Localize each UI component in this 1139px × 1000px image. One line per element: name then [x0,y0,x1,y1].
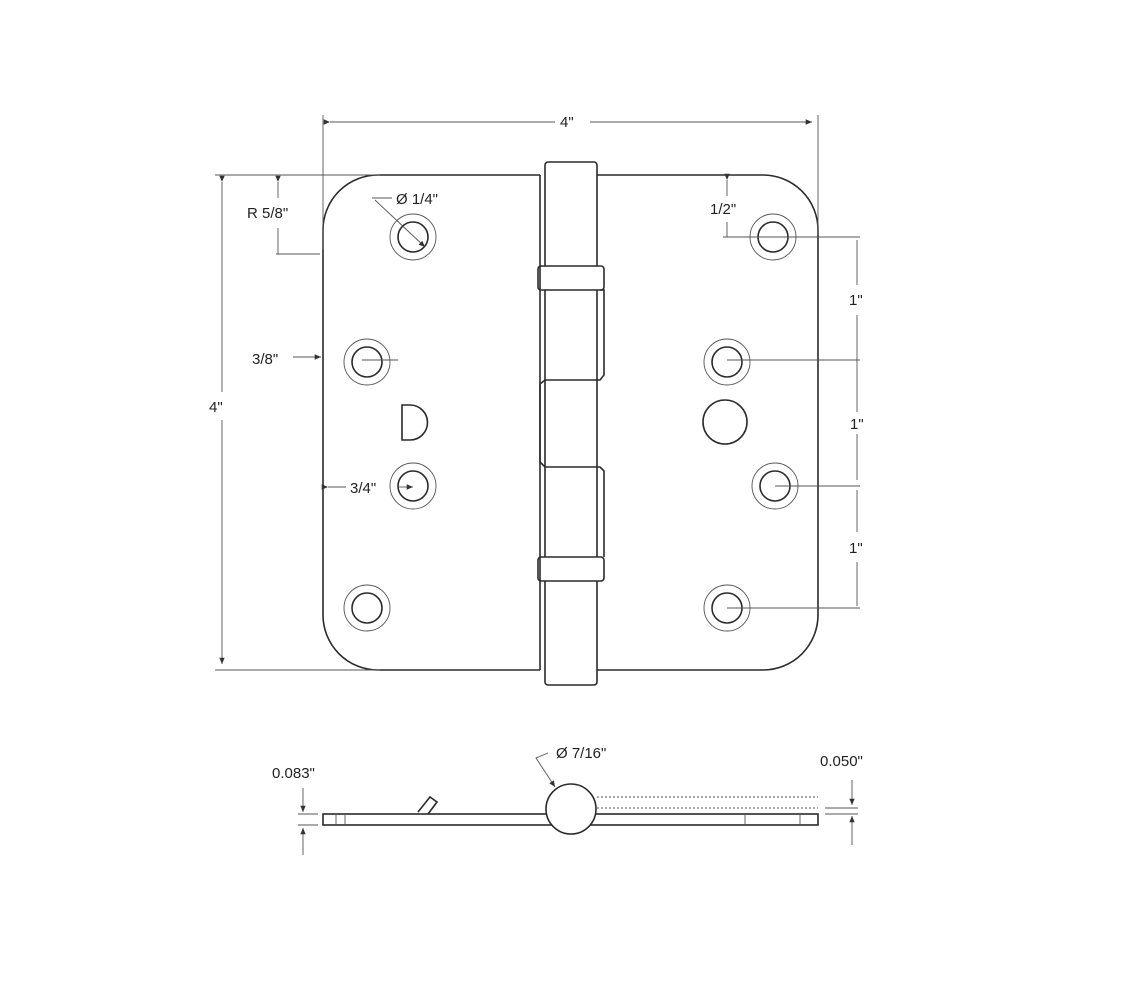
dim-corner-radius: R 5/8" [247,205,288,222]
dim-hole-spacing-3: 1" [849,540,863,557]
right-leaf [597,174,819,671]
dim-leaf-thickness: 0.083" [272,765,315,782]
dim-offset-long: 3/4" [350,480,376,497]
screw-hole [389,213,437,261]
dim-overall-height: 4" [209,399,223,416]
dim-hole-spacing-2: 1" [850,416,864,433]
dimensions: 4" 4" R 5/8" Ø 1/4" 3/8" 3/4" 1/2" 1" [209,114,868,671]
stud-hole [702,399,748,445]
screw-hole [703,338,751,386]
dim-overall-width: 4" [560,114,574,131]
dim-barrel-diameter: Ø 7/16" [556,745,606,762]
dim-hole-spacing-1: 1" [849,292,863,309]
dim-offset-top: 1/2" [710,201,736,218]
dim-gap: 0.050" [820,753,863,770]
dim-offset-short: 3/8" [252,351,278,368]
screw-hole [343,338,391,386]
dim-hole-diameter: Ø 1/4" [396,191,438,208]
side-view: Ø 7/16" 0.083" 0.050" [272,745,863,855]
screw-holes [343,213,799,632]
screw-hole [343,584,391,632]
security-stud [401,404,429,441]
left-leaf [322,174,540,671]
screw-hole [389,462,437,510]
hinge-knuckle [537,161,605,686]
